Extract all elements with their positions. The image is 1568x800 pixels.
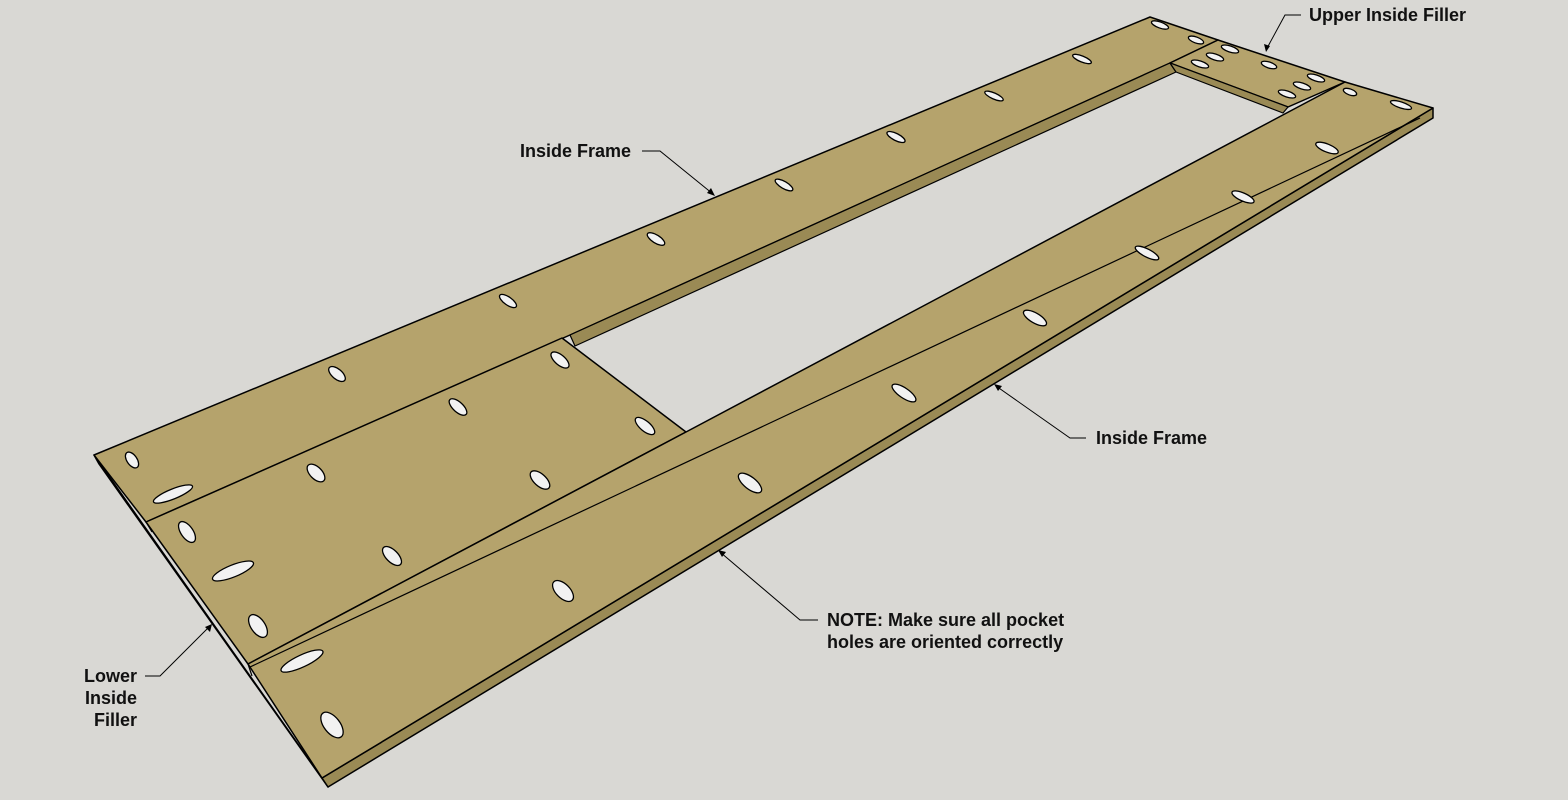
pocket-hole: [448, 398, 468, 416]
leader-arrowheads: [205, 44, 1270, 632]
pocket-hole: [1022, 309, 1048, 327]
pocket-hole: [984, 90, 1004, 102]
pocket-hole: [737, 472, 763, 494]
pocket-hole: [1315, 141, 1339, 155]
pocket-hole: [280, 649, 324, 673]
pocket-holes: [124, 20, 1413, 739]
pocket-hole: [891, 383, 917, 403]
note-line-1: NOTE: Make sure all pocket: [827, 610, 1065, 630]
pocket-hole: [774, 178, 794, 192]
label-note: NOTE: Make sure all pocket holes are ori…: [827, 609, 1064, 653]
pocket-hole: [177, 520, 197, 544]
pocket-hole: [320, 711, 344, 739]
leader-lines: [145, 14, 1301, 677]
leader-upper-inside-filler: [1265, 14, 1301, 51]
leader-inside-frame-top: [642, 150, 714, 195]
pocket-hole: [634, 416, 656, 436]
end-seams: [145, 117, 1421, 677]
pocket-hole: [1134, 245, 1160, 261]
pocket-hole: [381, 545, 403, 567]
pocket-hole: [1220, 44, 1240, 54]
upper-filler-inner-edge: [1169, 62, 1289, 114]
pocket-hole: [1260, 60, 1278, 70]
pocket-hole: [1306, 73, 1326, 83]
note-line-2: holes are oriented correctly: [827, 632, 1064, 652]
pocket-hole: [1389, 99, 1413, 111]
pocket-hole: [529, 470, 551, 490]
pocket-hole: [328, 365, 346, 383]
pocket-hole: [886, 130, 906, 144]
pocket-hole: [550, 351, 570, 369]
pocket-hole: [247, 613, 269, 639]
pocket-hole: [1292, 81, 1312, 91]
leader-inside-frame-right: [995, 385, 1086, 439]
pocket-hole: [152, 484, 194, 504]
pocket-hole: [306, 463, 326, 483]
pocket-hole: [1205, 52, 1225, 62]
label-lower-inside-filler: Lower Inside Filler: [60, 665, 137, 731]
pocket-hole: [1342, 87, 1358, 97]
pocket-hole: [1150, 20, 1170, 30]
pocket-hole: [551, 579, 575, 603]
pocket-hole: [1187, 35, 1205, 45]
lower-line-2: Inside: [84, 688, 137, 708]
pocket-hole: [124, 451, 140, 469]
leader-note: [719, 551, 818, 621]
pocket-hole: [211, 560, 255, 582]
lower-line-3: Filler: [93, 710, 137, 730]
label-inside-frame-top: Inside Frame: [520, 141, 632, 161]
pocket-hole: [646, 232, 666, 246]
lower-line-1: Lower: [83, 666, 137, 686]
front-inside-frame-board: [247, 81, 1434, 779]
label-inside-frame-right: Inside Frame: [1096, 428, 1208, 448]
label-upper-inside-filler: Upper Inside Filler: [1309, 5, 1467, 25]
leader-lower-inside-filler: [145, 625, 211, 677]
pocket-hole: [1072, 53, 1092, 65]
pocket-hole: [1231, 190, 1255, 204]
pocket-hole: [1277, 89, 1297, 99]
pocket-hole: [1190, 59, 1210, 69]
pocket-hole: [498, 293, 518, 309]
